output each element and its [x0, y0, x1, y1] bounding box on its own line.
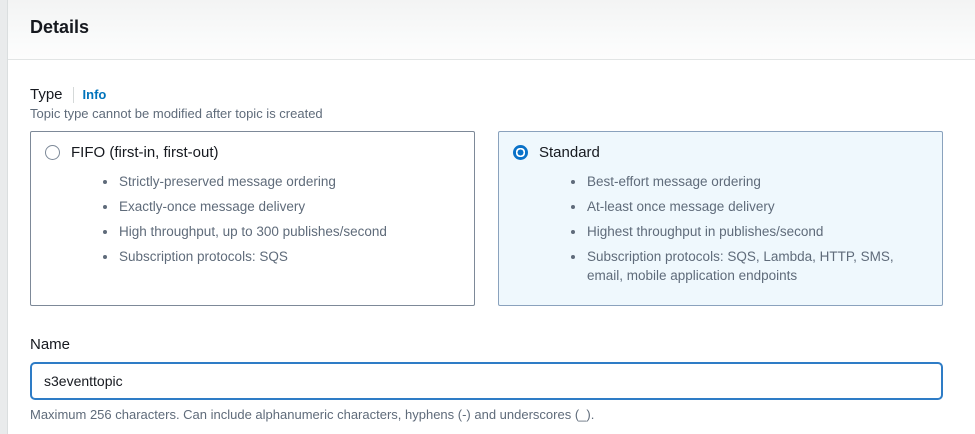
standard-bullet: Highest throughput in publishes/second [586, 222, 928, 241]
standard-option-head: Standard [513, 144, 928, 161]
type-option-tiles: FIFO (first-in, first-out) Strictly-pres… [30, 131, 943, 306]
fifo-bullet: High throughput, up to 300 publishes/sec… [118, 222, 460, 241]
name-constraint: Maximum 256 characters. Can include alph… [30, 407, 595, 422]
name-field: Name Maximum 256 characters. Can include… [30, 336, 943, 422]
details-panel: Details Type Info Topic type cannot be m… [7, 0, 975, 434]
standard-bullet: Subscription protocols: SQS, Lambda, HTT… [586, 247, 928, 285]
fifo-option-tile[interactable]: FIFO (first-in, first-out) Strictly-pres… [30, 131, 475, 306]
panel-title: Details [30, 17, 90, 37]
type-label: Type [30, 86, 63, 103]
standard-bullet: Best-effort message ordering [586, 172, 928, 191]
panel-body: Type Info Topic type cannot be modified … [8, 60, 975, 422]
standard-bullet: At-least once message delivery [586, 197, 928, 216]
fifo-bullet: Subscription protocols: SQS [118, 247, 460, 266]
type-field: Type Info Topic type cannot be modified … [30, 86, 943, 306]
fifo-bullet: Strictly-preserved message ordering [118, 172, 460, 191]
fifo-option-label: FIFO (first-in, first-out) [71, 144, 219, 161]
label-divider [72, 86, 74, 103]
fifo-radio[interactable] [45, 145, 60, 160]
name-input[interactable] [30, 362, 943, 400]
fifo-bullet: Exactly-once message delivery [118, 197, 460, 216]
type-description: Topic type cannot be modified after topi… [30, 106, 323, 121]
name-label: Name [30, 336, 71, 353]
fifo-bullet-list: Strictly-preserved message ordering Exac… [45, 172, 460, 266]
type-info-link[interactable]: Info [82, 87, 107, 102]
fifo-option-head: FIFO (first-in, first-out) [45, 144, 460, 161]
standard-radio[interactable] [513, 145, 528, 160]
standard-option-tile[interactable]: Standard Best-effort message ordering At… [498, 131, 943, 306]
panel-header: Details [8, 0, 975, 60]
standard-option-label: Standard [539, 144, 600, 161]
type-label-row: Type Info [30, 86, 943, 103]
standard-bullet-list: Best-effort message ordering At-least on… [513, 172, 928, 285]
